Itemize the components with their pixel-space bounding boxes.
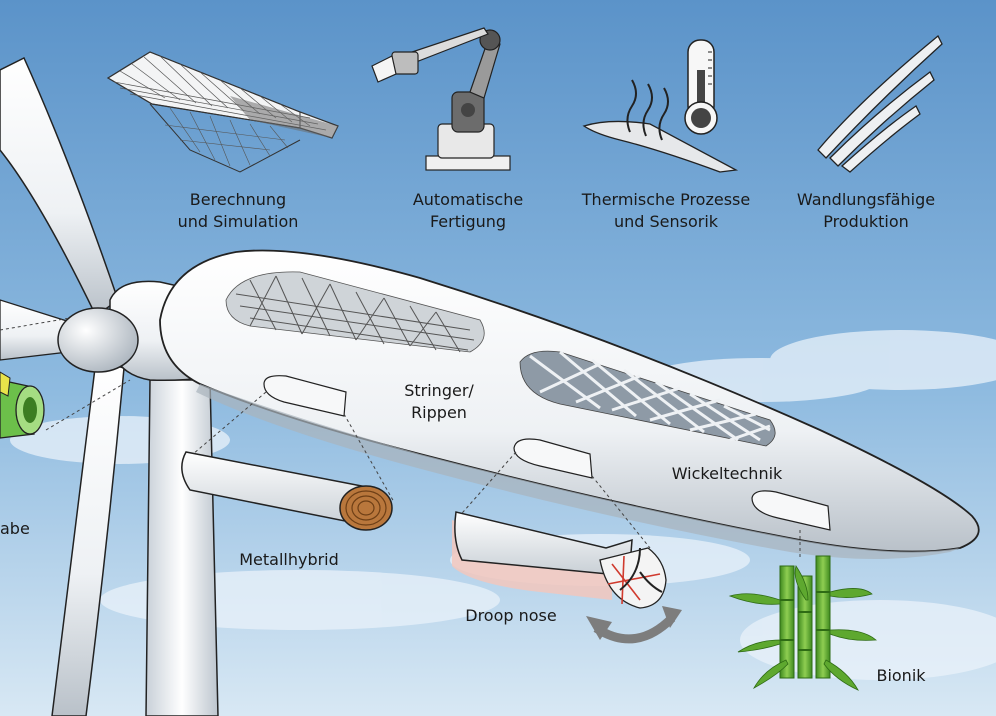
label-stringer-rippen: Stringer/ Rippen — [384, 380, 494, 424]
tower — [146, 380, 218, 716]
label-cut-left: abe — [0, 518, 26, 540]
label-berechnung: Berechnung und Simulation — [158, 189, 318, 233]
label-wandlungsfaehige-produktion: Wandlungsfähige Produktion — [780, 189, 952, 233]
label-wickeltechnik: Wickeltechnik — [662, 463, 792, 485]
label-bionik: Bionik — [866, 665, 936, 687]
label-droop-nose: Droop nose — [456, 605, 566, 627]
label-metallhybrid: Metallhybrid — [230, 549, 348, 571]
label-thermische-prozesse: Thermische Prozesse und Sensorik — [574, 189, 758, 233]
hub — [58, 308, 138, 372]
label-automatische-fertigung: Automatische Fertigung — [388, 189, 548, 233]
